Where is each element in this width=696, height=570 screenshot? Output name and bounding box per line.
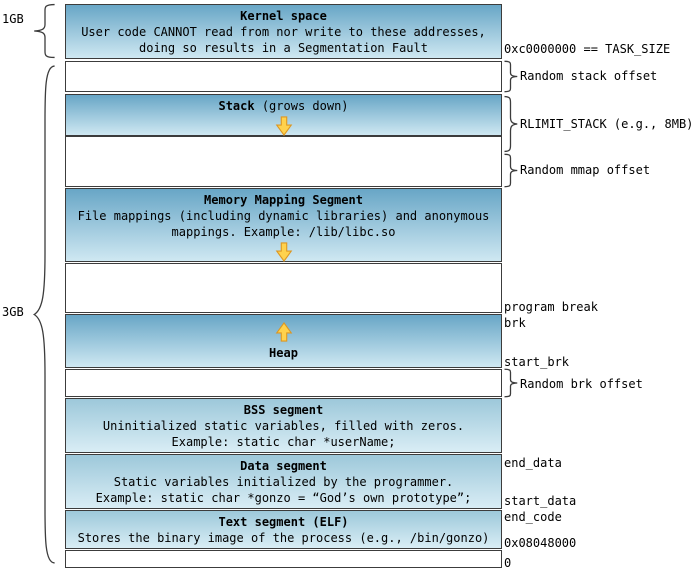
label-start-data: start_data xyxy=(504,494,577,508)
right-brace-brk-offset-icon xyxy=(503,369,518,397)
left-brace-3gb-icon xyxy=(33,61,57,568)
stack-grow-down-arrow-icon xyxy=(275,116,292,136)
kernel-space-line2: doing so results in a Segmentation Fault xyxy=(139,41,428,55)
right-brace-mmap-offset-icon xyxy=(503,154,518,187)
heap-grow-up-arrow-icon xyxy=(275,322,292,342)
bss-line2: Example: static char *userName; xyxy=(171,435,396,449)
label-start-brk: start_brk xyxy=(504,355,570,369)
stack-segment: Stack (grows down) xyxy=(65,94,502,136)
random-stack-offset-gap xyxy=(65,61,502,92)
kernel-space-segment: Kernel space User code CANNOT read from … xyxy=(65,4,502,59)
label-end-code: end_code xyxy=(504,510,562,524)
data-segment-line1: Static variables initialized by the prog… xyxy=(113,475,454,489)
heap-segment: Heap xyxy=(65,314,502,368)
mmap-line2: mappings. Example: /lib/libc.so xyxy=(171,225,396,239)
label-text-start-address: 0x08048000 xyxy=(504,536,577,550)
label-1gb: 1GB xyxy=(2,12,24,26)
label-random-stack-offset: Random stack offset xyxy=(520,69,658,83)
heap-title: Heap xyxy=(269,346,298,360)
stack-title: Stack xyxy=(218,99,255,113)
label-3gb: 3GB xyxy=(2,305,24,319)
label-brk: brk xyxy=(504,316,526,330)
random-brk-offset-gap xyxy=(65,369,502,397)
stack-title-suffix: (grows down) xyxy=(254,99,349,113)
data-segment: Data segment Static variables initialize… xyxy=(65,454,502,509)
data-segment-title: Data segment xyxy=(240,459,327,473)
memory-mapping-segment: Memory Mapping Segment File mappings (in… xyxy=(65,188,502,262)
label-random-mmap-offset: Random mmap offset xyxy=(520,163,651,177)
low-memory-gap xyxy=(65,550,502,568)
left-brace-1gb-icon xyxy=(33,4,57,58)
right-brace-stack-offset-icon xyxy=(503,61,518,92)
text-segment: Text segment (ELF) Stores the binary ima… xyxy=(65,510,502,549)
label-program-break: program break xyxy=(504,300,598,314)
text-segment-title: Text segment (ELF) xyxy=(218,515,349,529)
label-address-zero: 0 xyxy=(504,556,512,570)
label-end-data: end_data xyxy=(504,456,562,470)
bss-segment: BSS segment Uninitialized static variabl… xyxy=(65,398,502,453)
bss-title: BSS segment xyxy=(243,403,324,417)
right-brace-rlimit-stack-icon xyxy=(503,96,518,152)
kernel-space-line1: User code CANNOT read from nor write to … xyxy=(81,25,486,39)
mmap-grow-down-arrow-icon xyxy=(275,242,292,262)
label-task-size: 0xc0000000 == TASK_SIZE xyxy=(504,42,671,56)
bss-line1: Uninitialized static variables, filled w… xyxy=(102,419,465,433)
kernel-space-title: Kernel space xyxy=(240,9,327,23)
data-segment-line2: Example: static char *gonzo = “God’s own… xyxy=(95,491,472,505)
mmap-title: Memory Mapping Segment xyxy=(204,193,363,207)
mmap-line1: File mappings (including dynamic librari… xyxy=(77,209,490,223)
heap-growth-gap xyxy=(65,263,502,313)
label-rlimit-stack: RLIMIT_STACK (e.g., 8MB) xyxy=(520,117,694,131)
text-segment-line1: Stores the binary image of the process (… xyxy=(77,531,490,545)
stack-growth-gap xyxy=(65,136,502,187)
label-random-brk-offset: Random brk offset xyxy=(520,377,643,391)
